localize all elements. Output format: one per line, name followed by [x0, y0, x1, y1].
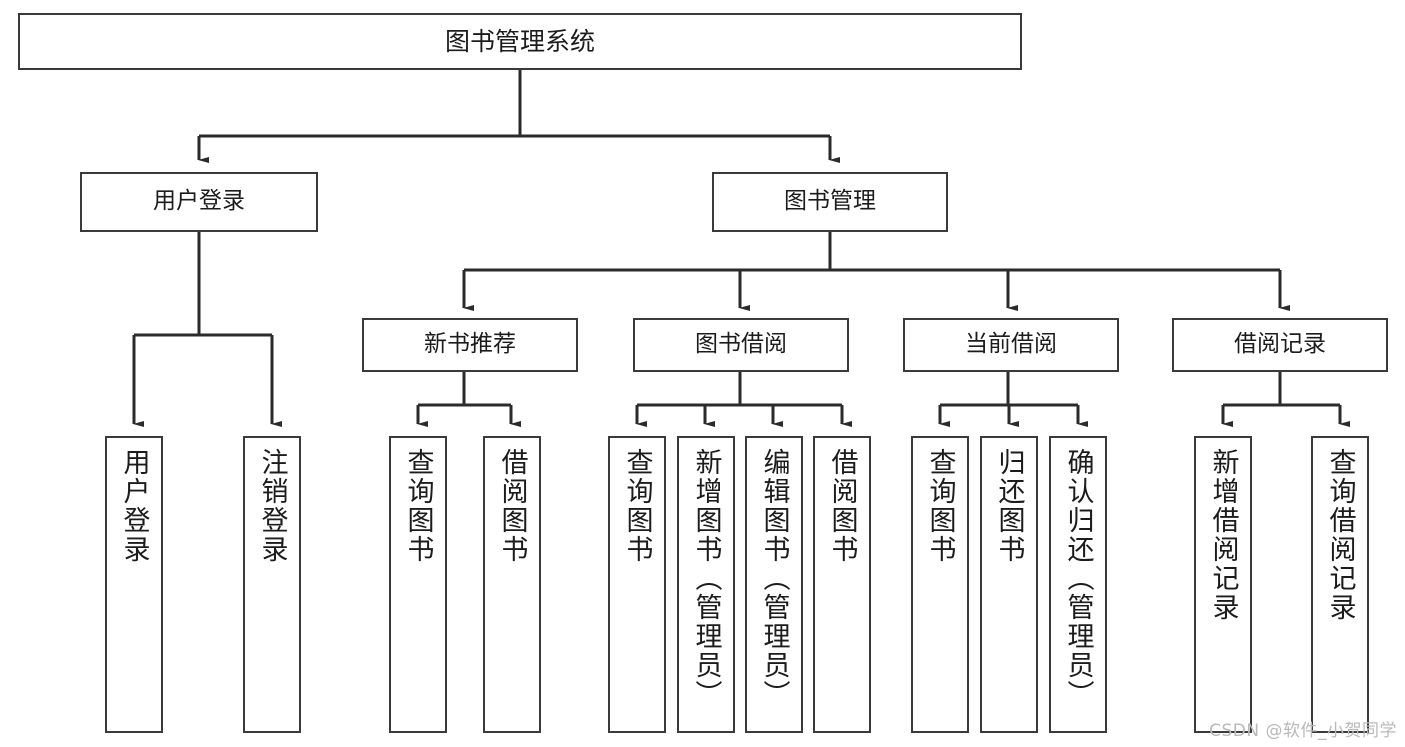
node-book-borrow[interactable]: 图书借阅 [633, 318, 849, 372]
node-user-login[interactable]: 用户登录 [80, 172, 318, 232]
node-leaf-user-logout-label: 注销登录 [256, 448, 288, 564]
node-leaf-add-book[interactable]: 新增图书（管理员） [677, 436, 735, 733]
node-leaf-query-book-2[interactable]: 查询图书 [608, 436, 666, 733]
node-leaf-add-record[interactable]: 新增借阅记录 [1194, 436, 1252, 733]
node-borrow-record-label: 借阅记录 [1234, 331, 1326, 358]
node-book-manage[interactable]: 图书管理 [712, 172, 948, 232]
node-root[interactable]: 图书管理系统 [18, 13, 1022, 70]
node-leaf-return-book-label: 归还图书 [993, 448, 1025, 564]
node-current-borrow[interactable]: 当前借阅 [903, 318, 1119, 372]
node-leaf-query-book-3[interactable]: 查询图书 [911, 436, 969, 733]
node-leaf-edit-book-label: 编辑图书（管理员） [758, 448, 790, 709]
node-leaf-borrow-book-2[interactable]: 借阅图书 [813, 436, 871, 733]
node-leaf-user-login[interactable]: 用户登录 [105, 436, 163, 733]
node-leaf-confirm-return-label: 确认归还（管理员） [1062, 448, 1094, 709]
node-leaf-user-login-label: 用户登录 [118, 448, 150, 564]
node-leaf-add-record-label: 新增借阅记录 [1207, 448, 1239, 622]
node-leaf-borrow-book-2-label: 借阅图书 [826, 448, 858, 564]
node-new-book-recommend[interactable]: 新书推荐 [362, 318, 578, 372]
node-leaf-query-book-3-label: 查询图书 [924, 448, 956, 564]
node-book-manage-label: 图书管理 [784, 188, 876, 215]
csdn-watermark: CSDN @软件_小贺同学 [1209, 721, 1397, 741]
node-leaf-query-book-1[interactable]: 查询图书 [389, 436, 447, 733]
node-leaf-query-book-2-label: 查询图书 [621, 448, 653, 564]
node-leaf-query-record-label: 查询借阅记录 [1324, 448, 1356, 622]
node-new-book-recommend-label: 新书推荐 [424, 331, 516, 358]
node-borrow-record[interactable]: 借阅记录 [1172, 318, 1388, 372]
node-leaf-borrow-book-1[interactable]: 借阅图书 [483, 436, 541, 733]
node-leaf-confirm-return[interactable]: 确认归还（管理员） [1049, 436, 1107, 733]
node-leaf-borrow-book-1-label: 借阅图书 [496, 448, 528, 564]
node-leaf-edit-book[interactable]: 编辑图书（管理员） [745, 436, 803, 733]
node-leaf-query-book-1-label: 查询图书 [402, 448, 434, 564]
node-leaf-return-book[interactable]: 归还图书 [980, 436, 1038, 733]
node-leaf-query-record[interactable]: 查询借阅记录 [1311, 436, 1369, 733]
node-leaf-user-logout[interactable]: 注销登录 [243, 436, 301, 733]
node-user-login-label: 用户登录 [153, 188, 245, 215]
node-leaf-add-book-label: 新增图书（管理员） [690, 448, 722, 709]
node-book-borrow-label: 图书借阅 [695, 331, 787, 358]
node-current-borrow-label: 当前借阅 [965, 331, 1057, 358]
node-root-label: 图书管理系统 [444, 26, 595, 56]
